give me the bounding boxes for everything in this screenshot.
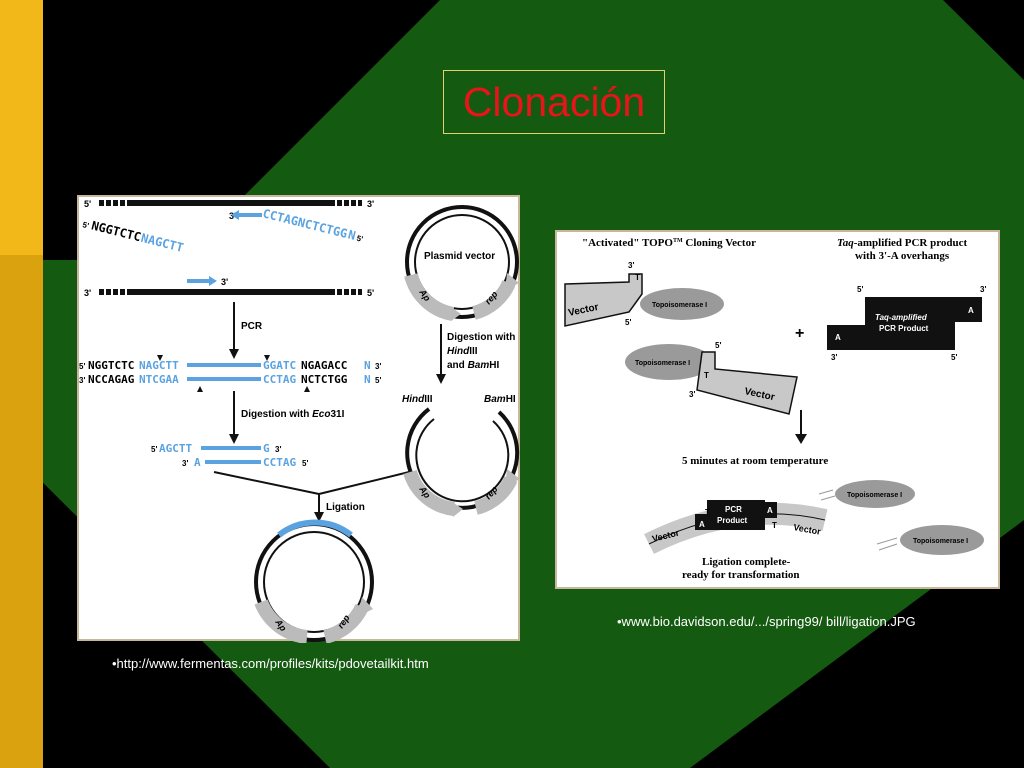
step-digestion-plasmid-label: Digestion with HindIII and BamHI xyxy=(447,332,515,371)
svg-text:A: A xyxy=(835,333,841,342)
svg-text:NGGTCTC: NGGTCTC xyxy=(88,359,134,372)
svg-text:with 3'-A overhangs: with 3'-A overhangs xyxy=(855,250,950,262)
svg-text:5': 5' xyxy=(625,318,631,327)
svg-text:3': 3' xyxy=(221,277,228,287)
svg-text:3': 3' xyxy=(275,445,281,454)
svg-text:3': 3' xyxy=(980,285,986,294)
svg-text:ready for transformation: ready for transformation xyxy=(682,569,800,581)
arrow-down-icon xyxy=(314,512,324,522)
svg-text:3': 3' xyxy=(229,211,236,221)
svg-text:A: A xyxy=(194,456,201,469)
taq-pcr-product: Taq-amplified PCR Product A A 5' 3' 3' 5… xyxy=(827,285,986,362)
svg-text:NCTCTGG: NCTCTGG xyxy=(301,373,348,386)
svg-text:Vector: Vector xyxy=(793,522,822,537)
svg-text:Topoisomerase I: Topoisomerase I xyxy=(847,492,902,499)
source-link-davidson[interactable]: •www.bio.davidson.edu/.../spring99/ bill… xyxy=(617,614,916,629)
arrow-down-icon xyxy=(229,434,239,444)
svg-text:NAGCTT: NAGCTT xyxy=(139,359,179,372)
svg-text:T: T xyxy=(704,371,709,380)
arrow-down-icon xyxy=(229,349,239,359)
svg-text:3': 3' xyxy=(831,353,837,362)
svg-text:A: A xyxy=(968,306,974,315)
svg-text:PCR: PCR xyxy=(725,505,742,514)
svg-text:T: T xyxy=(772,521,777,530)
incubation-step-label: 5 minutes at room temperature xyxy=(682,455,828,467)
svg-text:5': 5' xyxy=(82,220,90,230)
svg-text:3': 3' xyxy=(628,261,634,270)
svg-text:5': 5' xyxy=(84,199,91,209)
svg-text:5': 5' xyxy=(375,376,381,385)
svg-text:GGATC: GGATC xyxy=(263,359,296,372)
svg-text:A: A xyxy=(767,506,773,515)
site-bamhi-label: BamHI xyxy=(484,394,516,405)
ligation-complete-label: Ligation complete- xyxy=(702,556,791,568)
svg-text:5': 5' xyxy=(151,445,157,454)
topo-vector-heading: "Activated" TOPOTM Cloning Vector xyxy=(582,237,756,249)
linearized-plasmid: Ap rep xyxy=(403,407,520,517)
svg-text:NCCAGAG: NCCAGAG xyxy=(88,373,135,386)
svg-text:NAGCTT: NAGCTT xyxy=(139,231,184,255)
svg-text:T: T xyxy=(705,508,710,517)
svg-text:5': 5' xyxy=(356,234,364,244)
site-hindiii-label: HindIII xyxy=(402,394,433,405)
slide-title: Clonación xyxy=(443,70,665,134)
svg-text:3': 3' xyxy=(367,199,374,209)
pcr-cloning-diagram: 5' 3' 3' CCTAGNCTCTGG N 5' 5' NGGTCTC NA… xyxy=(79,199,520,643)
svg-text:Taq-amplified: Taq-amplified xyxy=(875,313,928,322)
arrow-down-icon xyxy=(795,434,807,444)
source-link-fermentas[interactable]: •http://www.fermentas.com/profiles/kits/… xyxy=(112,656,429,671)
step-digestion-label: Digestion with Eco31I xyxy=(241,409,345,420)
primer-arrow-bottom xyxy=(209,276,217,286)
topoisomerase-label: Topoisomerase I xyxy=(652,302,707,309)
svg-text:PCR Product: PCR Product xyxy=(879,324,929,333)
right-diagram-panel: "Activated" TOPOTM Cloning Vector Taq-am… xyxy=(555,230,1000,589)
ligated-product: PCR Product T A A T Vector Vector xyxy=(644,500,828,554)
svg-text:3': 3' xyxy=(79,376,85,385)
svg-text:Product: Product xyxy=(717,516,748,525)
svg-text:N: N xyxy=(347,228,357,243)
svg-text:5': 5' xyxy=(367,288,374,298)
released-topoisomerase xyxy=(835,480,915,508)
left-diagram-panel: 5' 3' 3' CCTAGNCTCTGG N 5' 5' NGGTCTC NA… xyxy=(77,195,520,643)
svg-text:and BamHI: and BamHI xyxy=(447,360,499,371)
svg-text:AGCTT: AGCTT xyxy=(159,442,192,455)
svg-text:3': 3' xyxy=(375,362,381,371)
cut-site-marker xyxy=(157,355,163,361)
topo-cloning-diagram: "Activated" TOPOTM Cloning Vector Taq-am… xyxy=(564,237,986,581)
svg-text:HindIII: HindIII xyxy=(447,346,478,357)
step-pcr-label: PCR xyxy=(241,321,263,332)
step-ligation-label: Ligation xyxy=(326,502,365,513)
recombinant-plasmid: Ap rep xyxy=(254,519,374,643)
svg-text:CCTAG: CCTAG xyxy=(263,373,296,386)
pcr-product-heading: Taq-amplified PCR product xyxy=(837,237,968,249)
arrow-down-icon xyxy=(436,374,446,384)
svg-text:Topoisomerase I: Topoisomerase I xyxy=(635,360,690,367)
svg-text:5': 5' xyxy=(302,459,308,468)
svg-text:CCTAG: CCTAG xyxy=(263,456,296,469)
svg-text:A: A xyxy=(699,520,705,529)
svg-text:N: N xyxy=(364,373,371,386)
svg-text:5': 5' xyxy=(857,285,863,294)
plasmid-vector-label: Plasmid vector xyxy=(424,251,495,262)
plus-sign: + xyxy=(795,325,804,342)
svg-text:3': 3' xyxy=(182,459,188,468)
svg-text:3': 3' xyxy=(689,390,695,399)
svg-text:Topoisomerase I: Topoisomerase I xyxy=(913,538,968,545)
svg-text:N: N xyxy=(364,359,371,372)
svg-text:5': 5' xyxy=(951,353,957,362)
primer-top-sequence: CCTAGNCTCTGG xyxy=(261,206,349,241)
svg-text:NGAGACC: NGAGACC xyxy=(301,359,347,372)
plasmid-vector: Plasmid vector Ap rep xyxy=(404,205,519,321)
svg-text:5': 5' xyxy=(79,362,85,371)
svg-text:Digestion with: Digestion with xyxy=(447,332,515,343)
primer-bot-sequence: NGGTCTC xyxy=(90,219,142,245)
svg-text:T: T xyxy=(635,273,640,282)
svg-text:G: G xyxy=(263,442,270,455)
svg-text:5': 5' xyxy=(715,341,721,350)
svg-text:3': 3' xyxy=(84,288,91,298)
topo-vector-bottom: Topoisomerase I Vector 5' T 3' xyxy=(625,341,798,415)
svg-text:NTCGAA: NTCGAA xyxy=(139,373,179,386)
topo-vector-top: Vector 3' T 5' Topoisomerase I xyxy=(564,261,724,327)
